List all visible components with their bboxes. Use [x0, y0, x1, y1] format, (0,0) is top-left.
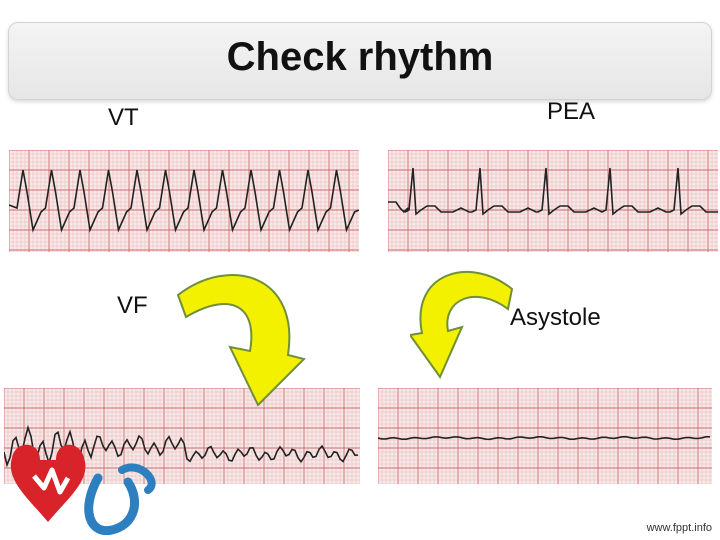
watermark: www.fppt.info — [647, 522, 712, 534]
ecg-strip-pea — [388, 150, 718, 252]
curved-arrow-down-right-icon — [410, 255, 520, 395]
heart-stethoscope-logo-icon — [0, 430, 170, 540]
curved-arrow-down-left-icon — [170, 255, 320, 415]
label-pea: PEA — [547, 98, 595, 126]
label-asystole: Asystole — [510, 304, 601, 332]
ecg-strip-asystole — [378, 388, 712, 484]
ecg-strip-vt — [9, 150, 359, 252]
label-vf: VF — [117, 292, 148, 320]
slide-title: Check rhythm — [0, 35, 720, 80]
label-vt: VT — [108, 104, 139, 132]
